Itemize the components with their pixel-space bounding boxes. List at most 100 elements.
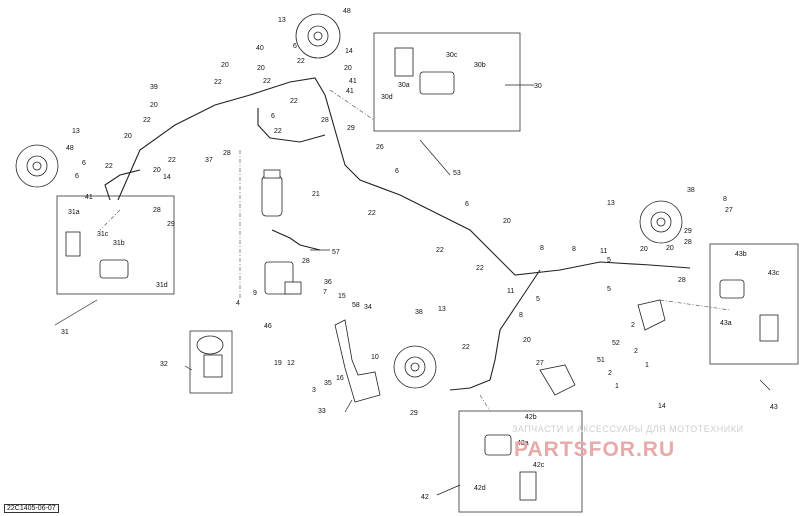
callout: 11 [600,248,607,255]
callout: 29 [347,125,355,132]
callout: 6 [395,168,399,175]
dash-leader [659,299,731,311]
callout: 1 [615,383,619,390]
caliper-42 [484,434,537,501]
callout: 29 [684,228,692,235]
caliper-51 [539,364,576,396]
callout: 22 [368,210,376,217]
brake-line-front [117,77,691,276]
callout: 13 [278,17,286,24]
callout: 28 [684,239,692,246]
callout: 35 [324,380,332,387]
callout: 22 [214,79,222,86]
callout: 48 [343,8,351,15]
brake-hose-master [257,108,326,143]
callout: 30d [381,94,393,101]
callout: 41 [349,78,357,85]
callout: 30a [398,82,410,89]
callout: 6 [75,173,79,180]
callout: 51 [597,357,605,364]
callout: 43b [735,251,747,258]
callout: 13 [72,128,80,135]
dash-leader [99,209,121,231]
callout: 13 [607,200,615,207]
callout: 43c [768,270,780,277]
callout: 22 [143,117,151,124]
callout: 37 [205,157,213,164]
callout: 22 [105,163,113,170]
detail-box-42 [458,410,583,513]
callout: 20 [503,218,511,225]
callout: 43a [720,320,732,327]
callout: 3 [312,387,316,394]
callout: 6 [271,113,275,120]
callout: 14 [658,403,666,410]
detail-box-30 [373,32,521,132]
callout: 22 [297,58,305,65]
caliper-43 [719,279,779,342]
brake-disc-front-right [295,13,341,59]
brake-fluid-reservoir [261,169,283,217]
callout: 22 [274,128,282,135]
callout: 30 [534,83,542,90]
callout: 22 [476,265,484,272]
callout: 57 [332,249,340,256]
callout: 14 [163,174,171,181]
callout: 13 [438,306,446,313]
callout: 27 [536,360,544,367]
callout: 41 [346,88,354,95]
callout: 6 [82,160,86,167]
callout: 28 [302,258,310,265]
detail-box-32 [189,330,233,394]
callout: 38 [415,309,423,316]
watermark-logo: PARTSFOR.RU [514,438,676,461]
callout: 31a [68,209,80,216]
callout: 20 [640,246,648,253]
callout: 20 [523,337,531,344]
callout: 29 [167,221,175,228]
callout: 42b [525,414,537,421]
callout: 36 [324,279,332,286]
callout: 8 [572,246,576,253]
callout: 16 [336,375,344,382]
callout: 33 [318,408,326,415]
callout: 20 [124,133,132,140]
callout: 20 [666,245,674,252]
callout: 42d [474,485,486,492]
callout: 43 [770,404,778,411]
callout: 46 [264,323,272,330]
master-cylinder [264,261,302,295]
callout: 20 [150,102,158,109]
callout: 5 [536,296,540,303]
detail-box-43 [709,243,799,365]
callout: 30b [474,62,486,69]
diagram-reference-code: 22C1405-06-07 [4,504,59,513]
callout: 52 [612,340,620,347]
callout: 22 [168,157,176,164]
brake-hose-reservoir [271,229,321,251]
detail-box-31 [56,195,175,295]
master-cylinder-kit [196,335,224,378]
callout: 19 [274,360,282,367]
callout: 40 [256,45,264,52]
callout: 20 [221,62,229,69]
callout: 10 [371,354,379,361]
callout: 28 [678,277,686,284]
callout: 8 [723,196,727,203]
callout: 6 [465,201,469,208]
callout: 31c [97,231,109,238]
callout: 31b [113,240,125,247]
callout: 29 [410,410,418,417]
callout: 53 [453,170,461,177]
callout: 28 [153,207,161,214]
callout: 41 [85,194,93,201]
callout: 38 [687,187,695,194]
callout: 15 [338,293,346,300]
callout: 9 [253,290,257,297]
callout: 27 [725,207,733,214]
callout: 42c [533,462,545,469]
callout: 20 [153,167,161,174]
callout: 48 [66,145,74,152]
callout: 28 [223,150,231,157]
